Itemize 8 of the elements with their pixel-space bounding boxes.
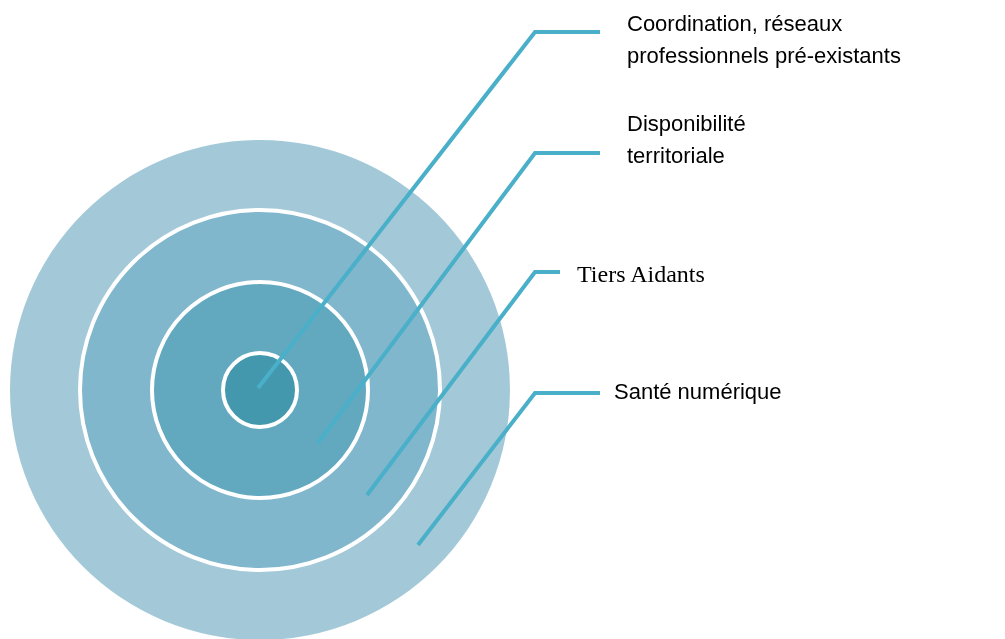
leader-line (416, 391, 600, 547)
leader-line (256, 30, 600, 390)
leader-line (316, 151, 600, 445)
label-text: Disponibilité territoriale (627, 110, 747, 170)
label-text: Tiers Aidants (577, 260, 706, 289)
label-text: Coordination, réseaux professionnels pré-existants (627, 10, 902, 70)
leader-line (365, 270, 560, 497)
label-text: Santé numérique (614, 378, 783, 406)
